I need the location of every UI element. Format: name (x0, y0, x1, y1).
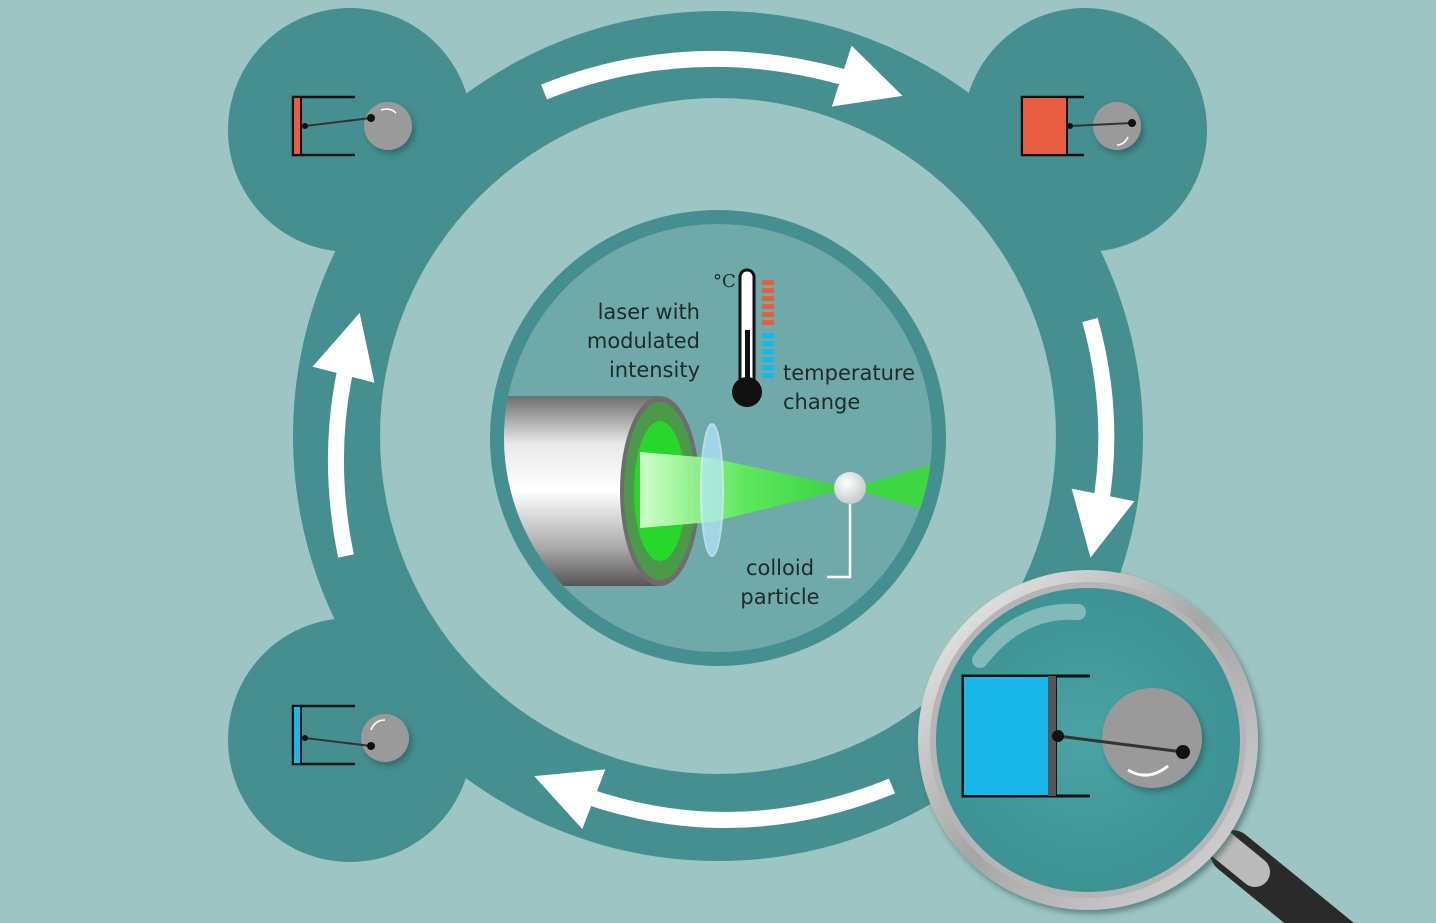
piston-engine-icon (291, 704, 409, 766)
cycle-arrow-icon (534, 769, 896, 830)
piston-engine-icon (291, 95, 412, 157)
colloid-label-line-1: colloid (746, 556, 814, 580)
magnifier-icon (918, 570, 1354, 923)
colloid-label-line-2: particle (740, 585, 819, 609)
temperature-label-line-1: temperature (783, 361, 915, 385)
cycle-arrow-icon (1071, 317, 1135, 558)
laser-label-line-3: intensity (609, 358, 700, 382)
stage-disc-top-right (963, 8, 1207, 252)
thermometer-icon (732, 268, 774, 407)
degree-celsius-label: °C (713, 271, 736, 292)
focusing-lens (700, 423, 724, 557)
colloid-particle (834, 472, 866, 504)
laser-beam (640, 452, 850, 528)
cycle-arrow-icon (312, 312, 375, 558)
piston-engine-icon (1020, 95, 1141, 157)
laser-label-line-1: laser with (598, 300, 700, 324)
stage-disc-bottom-left (228, 618, 472, 862)
piston-engine-icon (961, 674, 1202, 798)
cycle-arrows (312, 45, 1135, 830)
laser-scene: laser with modulated intensity °C temper… (504, 268, 932, 609)
cycle-arrow-icon (541, 45, 903, 107)
laser-label-line-2: modulated (587, 329, 700, 353)
stage-disc-top-left (228, 8, 472, 252)
temperature-label-line-2: change (783, 390, 860, 414)
